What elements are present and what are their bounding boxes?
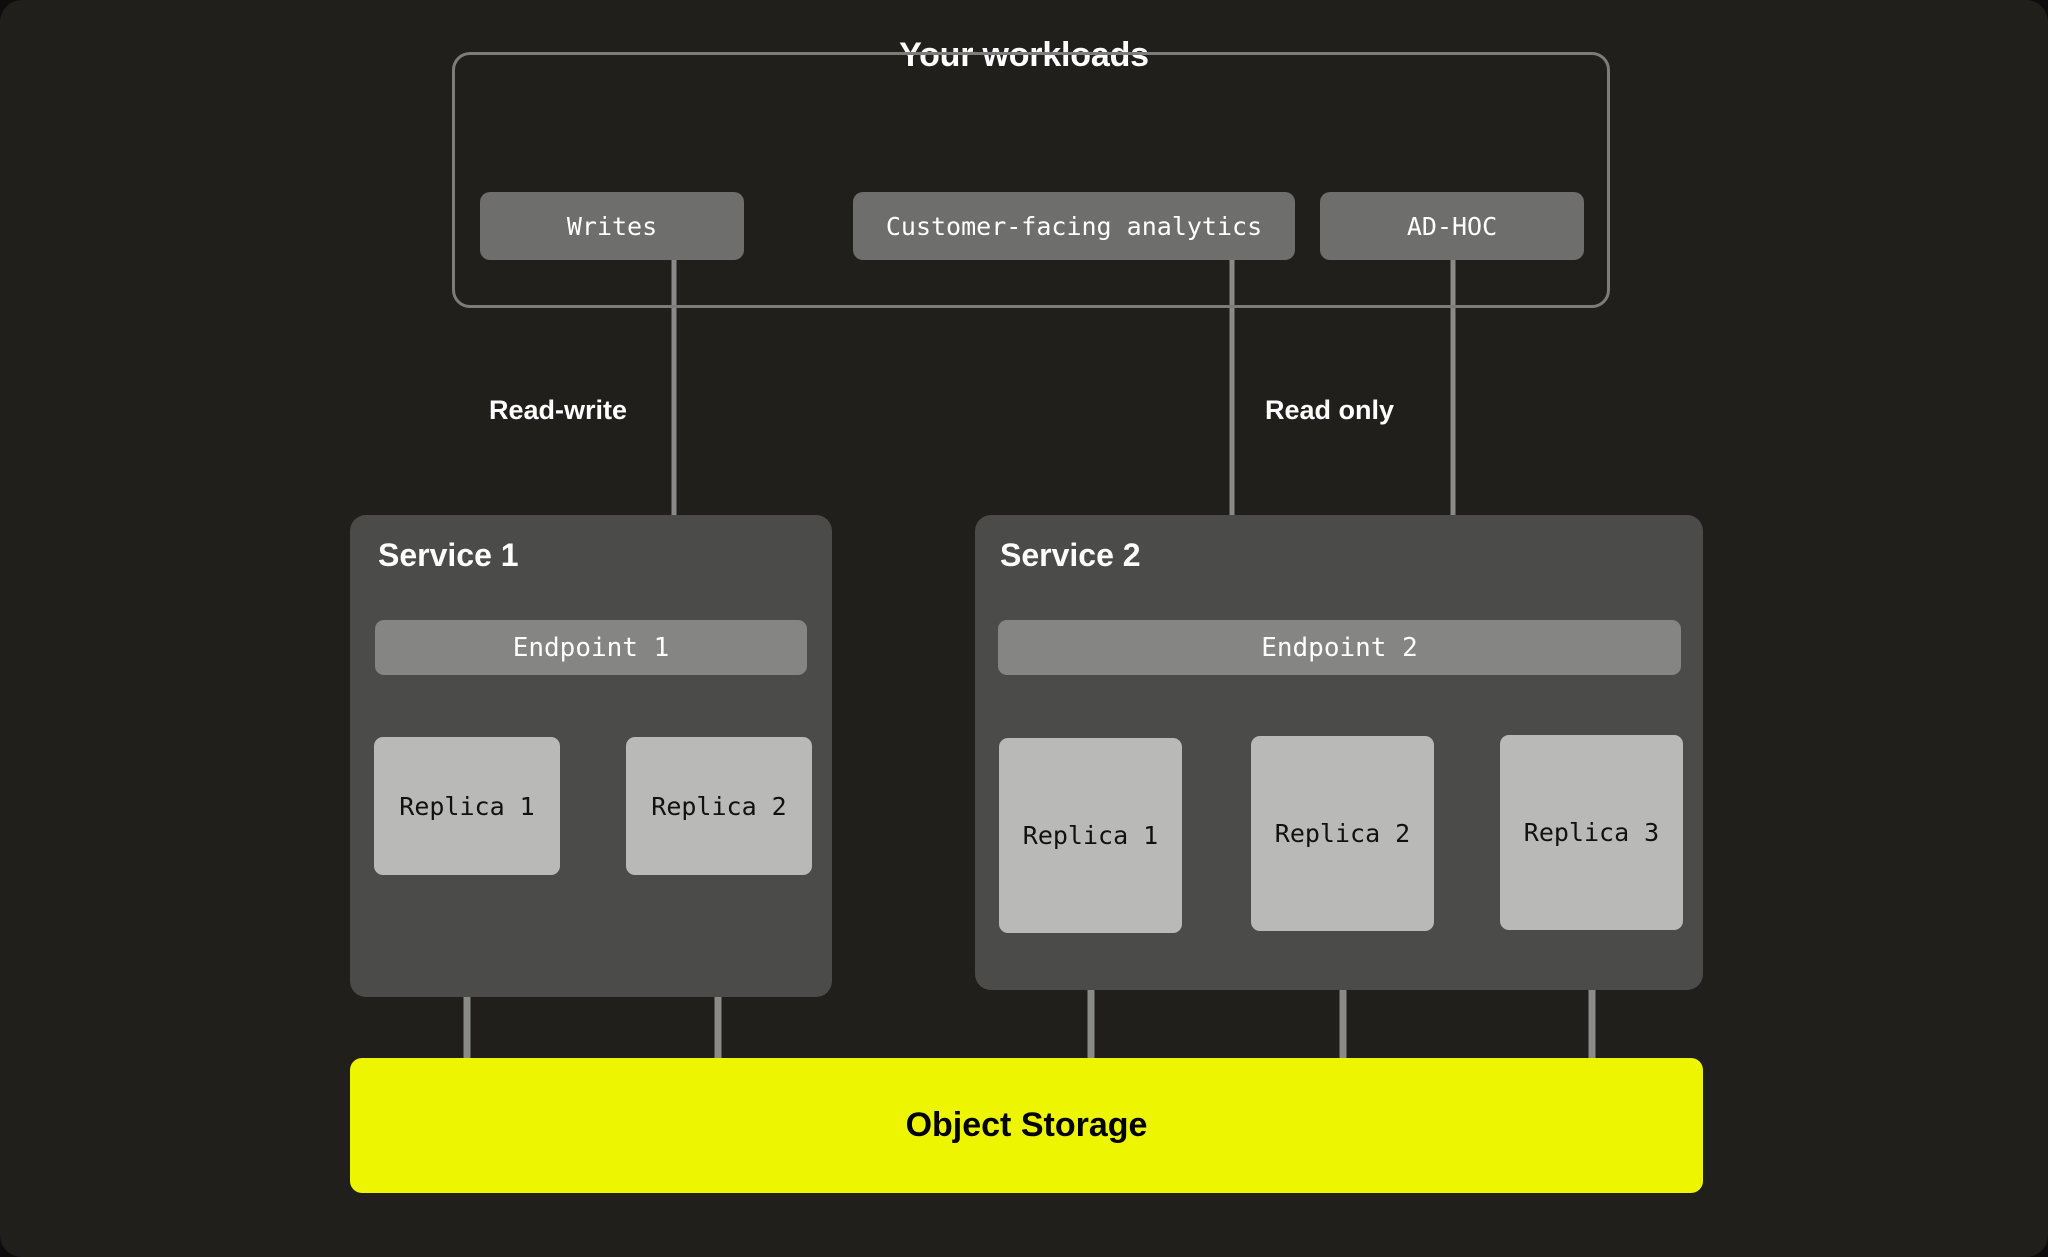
service-2-replica-3[interactable]: Replica 3	[1500, 735, 1683, 930]
service-2-title: Service 2	[1000, 537, 1141, 573]
service-2-endpoint[interactable]: Endpoint 2	[998, 620, 1681, 675]
object-storage-bar[interactable]: Object Storage	[350, 1058, 1703, 1193]
edge-label-read-only: Read only	[1265, 395, 1395, 425]
workload-chip-writes[interactable]: Writes	[480, 192, 744, 260]
service-1-replica-2[interactable]: Replica 2	[626, 737, 812, 875]
your-workloads-frame	[452, 52, 1610, 308]
service-1-title: Service 1	[378, 537, 519, 573]
service-2-replica-1[interactable]: Replica 1	[999, 738, 1182, 933]
service-1-endpoint[interactable]: Endpoint 1	[375, 620, 807, 675]
service-1-replica-1[interactable]: Replica 1	[374, 737, 560, 875]
your-workloads-title: Your workloads	[899, 36, 1149, 74]
edge-label-read-write: Read-write	[489, 395, 628, 425]
workload-chip-ad-hoc[interactable]: AD-HOC	[1320, 192, 1584, 260]
service-2-replica-2[interactable]: Replica 2	[1251, 736, 1434, 931]
workload-chip-customer-facing-analytics[interactable]: Customer-facing analytics	[853, 192, 1295, 260]
